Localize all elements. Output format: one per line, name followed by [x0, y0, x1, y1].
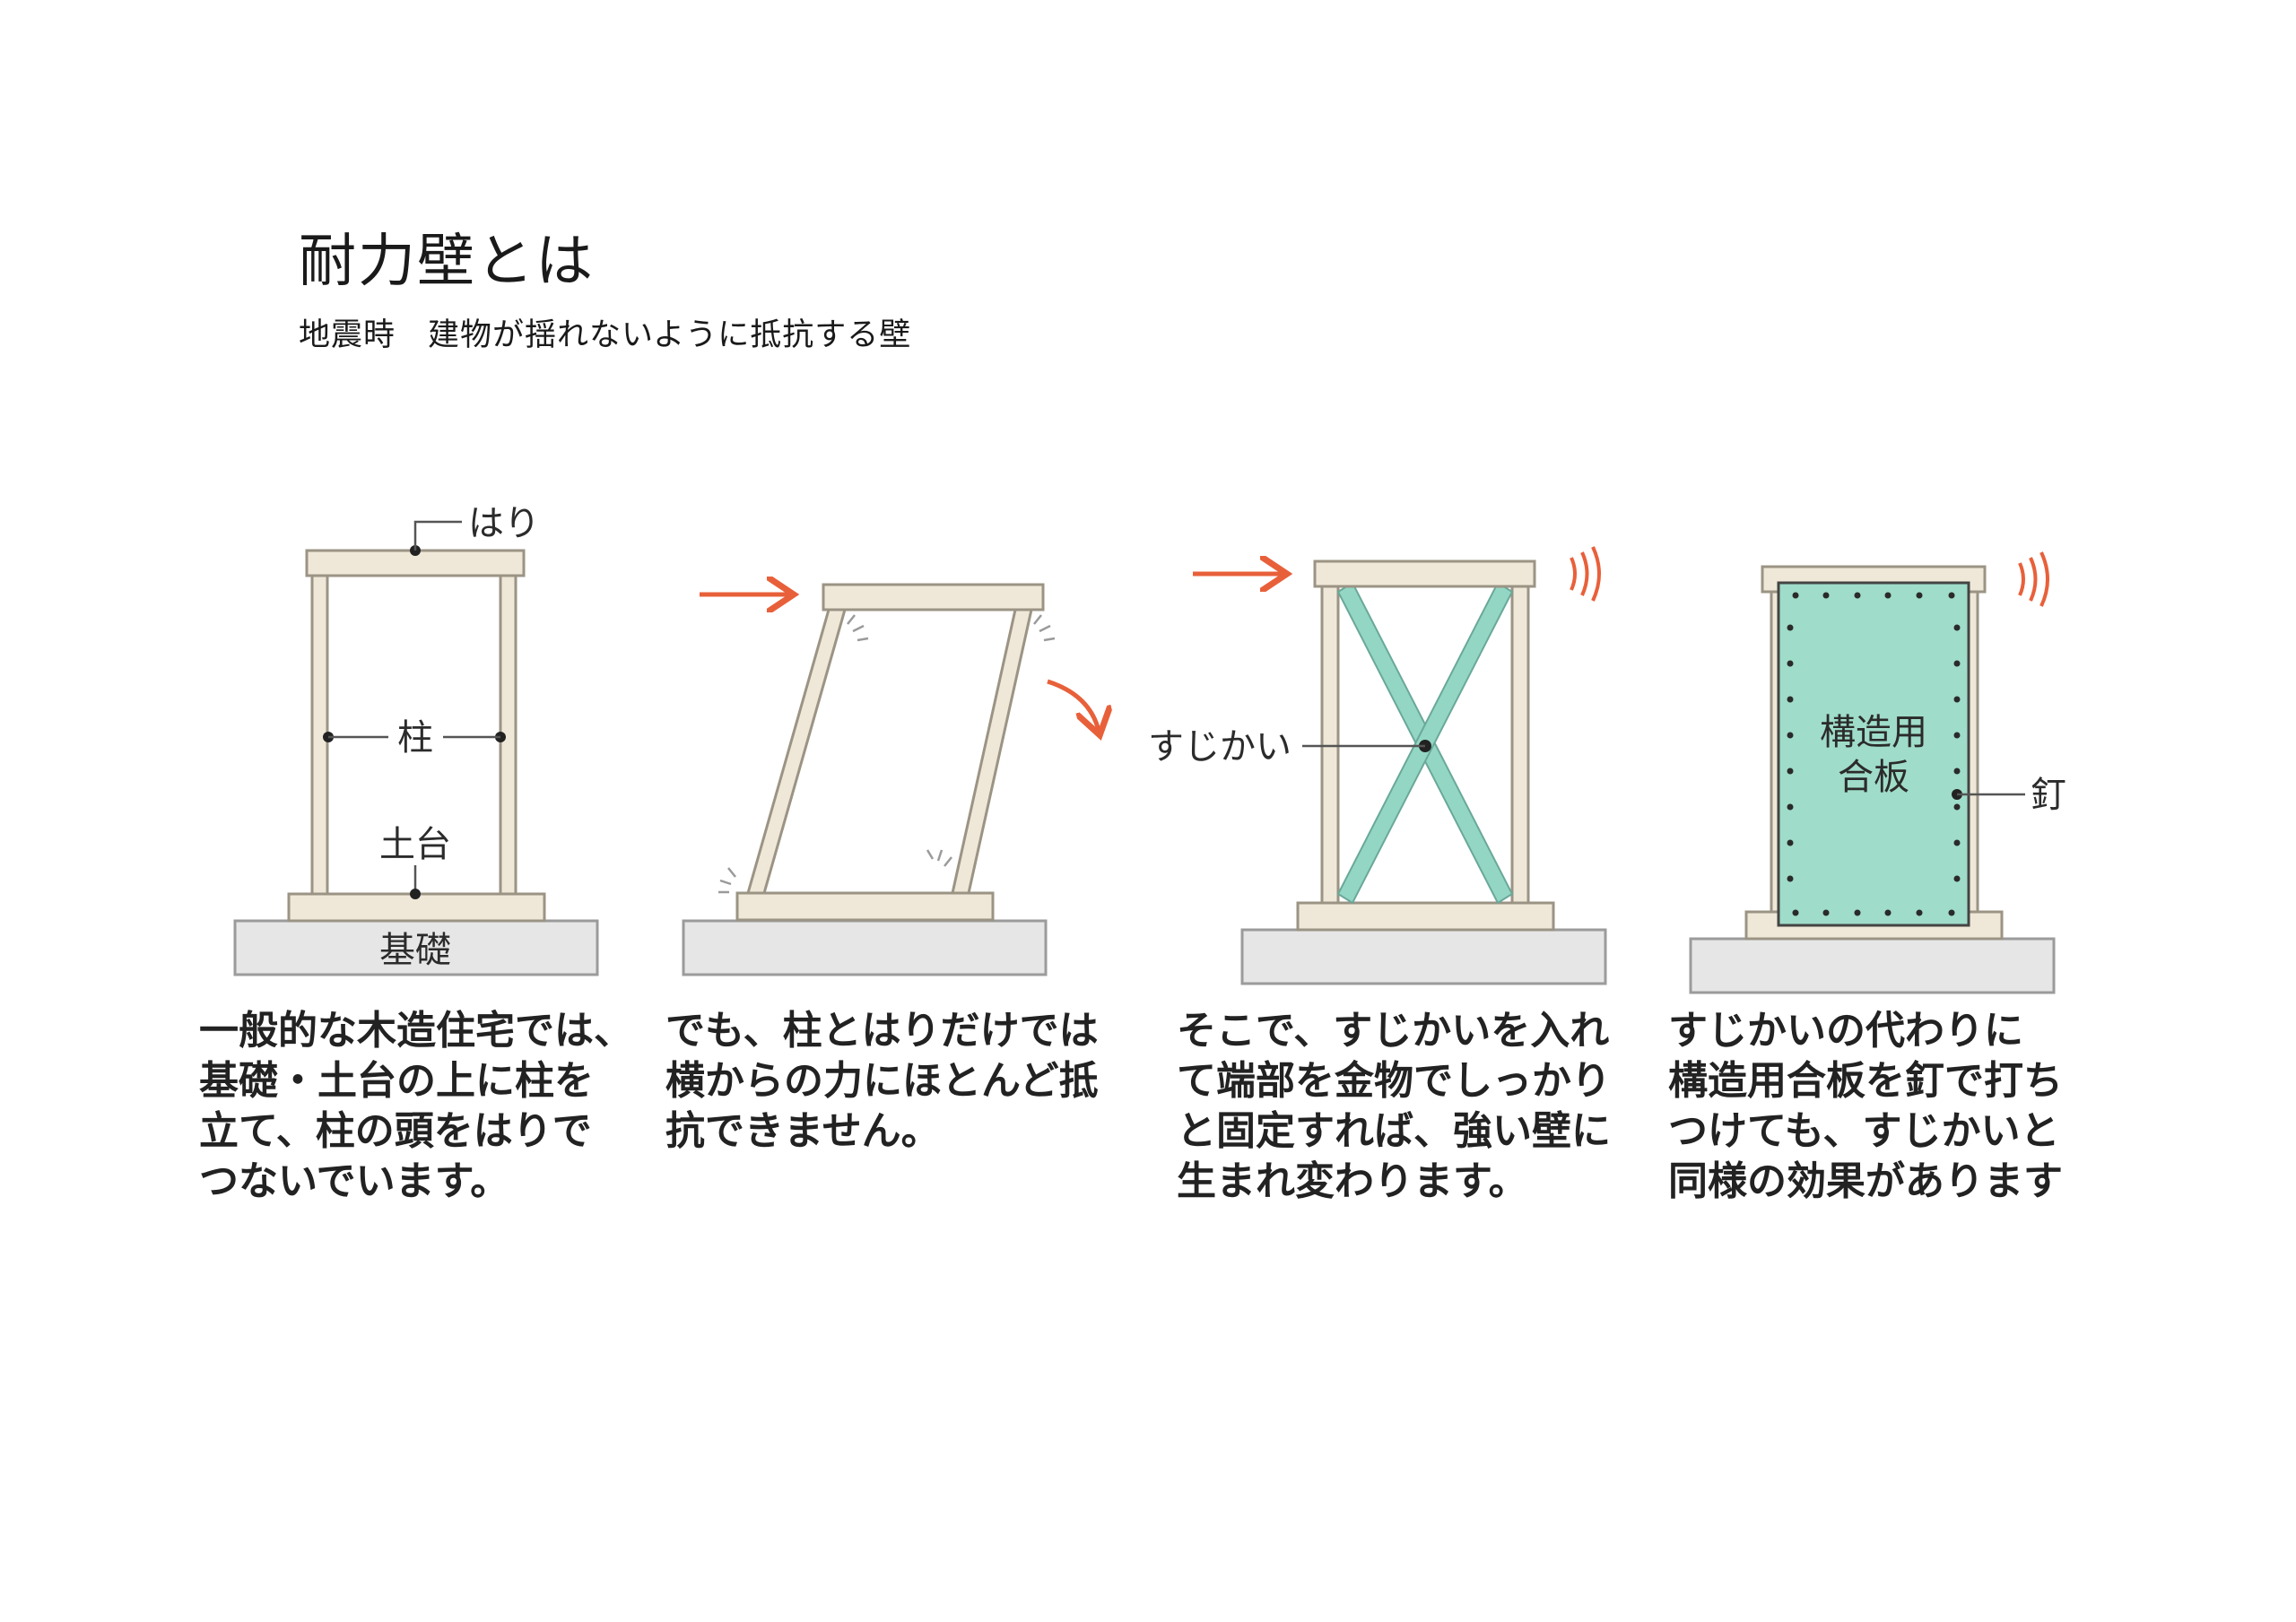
- page-title: 耐力壁とは: [299, 229, 595, 295]
- vibration-icon: [2018, 551, 2049, 607]
- foundation: [682, 919, 1048, 976]
- sill: [1296, 901, 1555, 932]
- post-right: [1510, 581, 1530, 905]
- label-kiso: 基礎: [379, 930, 451, 971]
- label-hari: はり: [468, 503, 540, 544]
- page-subtitle: 地震時 建物が揺れないように抵抗する壁: [299, 317, 912, 353]
- foundation: [1689, 937, 2056, 994]
- panel-basic-frame: はり 柱 土台 基礎: [233, 503, 599, 976]
- label-plywood-line1: 構造用: [1820, 712, 1927, 753]
- label-hashira: 柱: [397, 717, 433, 759]
- post-left: [746, 608, 847, 895]
- beam: [822, 583, 1045, 612]
- caption-basic-frame: 一般的な木造住宅では、 基礎・土台の上に柱を 立て、柱の頭をはりで つないでいま…: [199, 1008, 633, 1204]
- label-plywood-line2: 合板: [1838, 757, 1909, 798]
- label-sujikai: すじかい: [1148, 726, 1292, 768]
- sill: [735, 891, 995, 922]
- vibration-icon: [1570, 546, 1601, 602]
- sway-arrow: [1047, 679, 1099, 731]
- panel-racked-frame: [682, 583, 1099, 976]
- label-kugi: 釘: [2031, 775, 2066, 816]
- beam: [1313, 559, 1536, 588]
- caption-braced-frame: そこで、すじかいを入れ て端部を金物でしっかり と固定すれば、強い壁に 生まれ変…: [1177, 1008, 1611, 1204]
- creak-marks: [718, 614, 1056, 894]
- post-right: [951, 608, 1033, 895]
- post-left: [1320, 581, 1340, 905]
- caption-plywood-frame: すじかいの代わりに 構造用合板を釘で打ち つけても、すじかいと 同様の効果があり…: [1668, 1008, 2063, 1204]
- caption-racked-frame: でも、柱とはりだけでは 横からの力にほとんど抵 抗できません。: [665, 1008, 1099, 1154]
- panel-plywood-frame: 構造用 合板 釘: [1689, 551, 2066, 994]
- plywood-sheet: [1777, 581, 1970, 927]
- label-dodai: 土台: [379, 824, 451, 865]
- foundation: [1240, 928, 1607, 985]
- panel-braced-frame: すじかい: [1148, 546, 1607, 985]
- nail-dots: [1787, 592, 1961, 916]
